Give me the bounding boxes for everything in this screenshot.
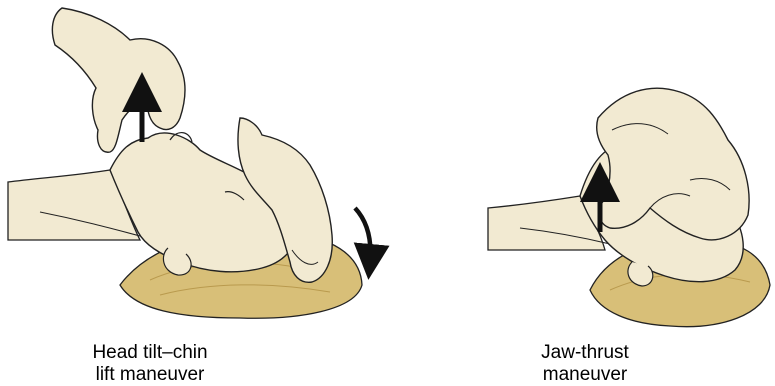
jaw-thrust-illustration — [488, 88, 770, 326]
lifting-hand — [52, 8, 185, 152]
down-curved-arrow — [355, 208, 370, 262]
head-tilt-chin-lift-illustration — [8, 8, 370, 318]
caption-line-1: Jaw-thrust — [475, 342, 695, 364]
jaw-thrust-hands — [597, 88, 749, 240]
caption-line-2: maneuver — [475, 364, 695, 386]
caption-line-1: Head tilt–chin — [40, 342, 260, 364]
caption-line-2: lift maneuver — [40, 364, 260, 386]
caption-jaw-thrust: Jaw-thrust maneuver — [475, 342, 695, 386]
caption-head-tilt-chin-lift: Head tilt–chin lift maneuver — [40, 342, 260, 386]
